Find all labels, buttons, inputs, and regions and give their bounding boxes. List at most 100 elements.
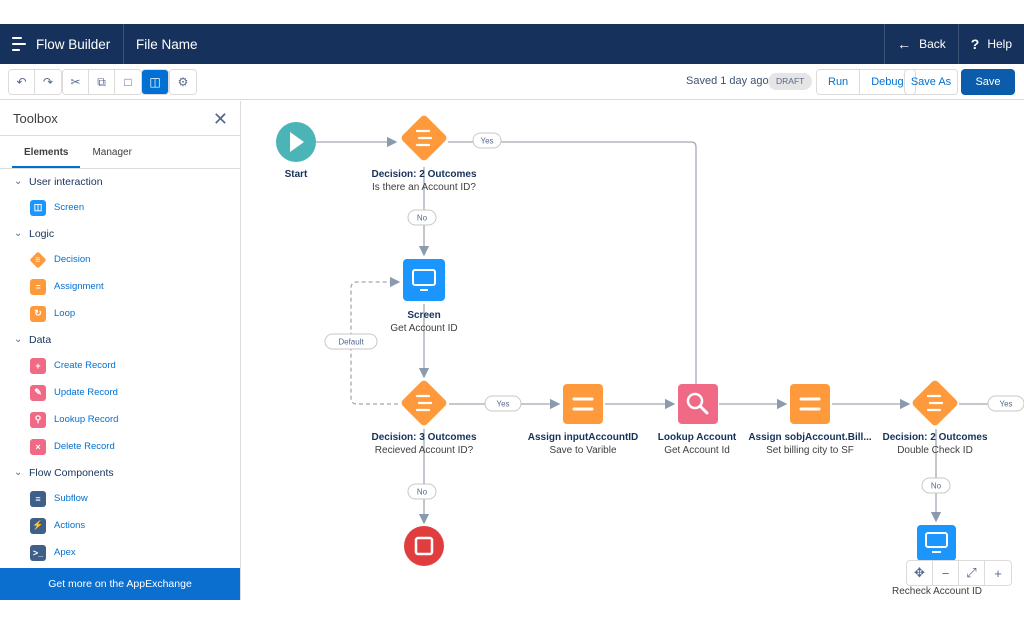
toolbox-item-lookup-record[interactable]: ⚲ Lookup Record (0, 406, 240, 433)
yes-pill-1 (472, 132, 502, 149)
panel-toggle-icon[interactable]: ◫ (142, 70, 168, 94)
lookup-record-icon: ⚲ (30, 411, 46, 428)
app-header: Flow Builder File Name ← Back ? Help (0, 24, 1024, 64)
no-pill-3 (921, 477, 951, 494)
section-label: Flow Components (29, 466, 114, 479)
item-label: Subflow (54, 493, 88, 504)
decision2-title: Decision: 3 Outcomes (371, 432, 477, 443)
back-button[interactable]: ← Back (884, 24, 958, 64)
history-group: ↶ ↷ (8, 69, 62, 95)
assignment-icon: = (30, 278, 46, 295)
close-icon[interactable]: ✕ (212, 109, 228, 129)
assign1-subtitle: Save to Varible (549, 445, 617, 456)
start-title: Start (284, 169, 308, 180)
toolbox-item-decision[interactable]: ≡Decision (0, 246, 240, 273)
toolbox-item-update-record[interactable]: ✎Update Record (0, 379, 240, 406)
toolbox-header: Toolbox ✕ (0, 101, 240, 136)
back-label: Back (919, 37, 946, 51)
draft-badge: DRAFT (768, 73, 813, 90)
toolbox-item-create-record[interactable]: +Create Record (0, 352, 240, 379)
yes-pill-3 (987, 395, 1024, 412)
assign2-subtitle: Set billing city to SF (766, 445, 854, 456)
screen1-node (403, 259, 445, 301)
toolbox-tabs: Elements Manager (0, 136, 240, 169)
flow-diagram: Yes No Default Yes No Yes No (276, 115, 1024, 566)
toolbox-item-loop[interactable]: ↻Loop (0, 300, 240, 327)
toolbox-item-assignment[interactable]: =Assignment (0, 273, 240, 300)
chevron-down-icon: ⌄ (14, 228, 23, 239)
copy-icon[interactable]: ⧉ (89, 70, 115, 94)
section-logic[interactable]: ⌄ Logic (0, 221, 240, 246)
settings-icon[interactable]: ⚙ (170, 70, 196, 94)
apex-icon: >_ (30, 544, 46, 561)
item-label: Decision (54, 254, 91, 265)
toolbox-item-subflow[interactable]: ≡Subflow (0, 485, 240, 512)
section-label: Data (29, 333, 52, 346)
decision3-title: Decision: 2 Outcomes (882, 432, 988, 443)
screen1-title: Screen (407, 310, 441, 321)
run-button[interactable]: Run (817, 70, 861, 94)
screen-icon (925, 532, 948, 548)
loop-icon: ↻ (30, 305, 46, 322)
decision1-title: Decision: 2 Outcomes (371, 169, 477, 180)
arrow-left-icon: ← (897, 36, 912, 52)
paste-icon[interactable]: □ (115, 70, 141, 94)
no-pill-2-label: No (417, 488, 428, 497)
assign2-label: Assign sobjAccount.Bill...Set billing ci… (748, 432, 871, 456)
toolbox-item-actions[interactable]: ⚡Actions (0, 512, 240, 539)
item-label: Lookup Record (54, 414, 119, 425)
toolbox-item-screen[interactable]: ◫Screen (0, 194, 240, 221)
lookup-node (678, 384, 718, 424)
delete-record-icon: × (30, 438, 46, 455)
item-label: Delete Record (54, 441, 115, 452)
save-as-button[interactable]: Save As (904, 69, 958, 95)
start-node (276, 122, 316, 162)
decision3-subtitle: Double Check ID (897, 445, 973, 456)
toolbox-panel: Toolbox ✕ Elements Manager ⌄User interac… (0, 101, 241, 600)
settings-group: ⚙ (169, 69, 197, 95)
question-icon: ? (970, 36, 980, 52)
start-label: Start (285, 169, 308, 180)
chevron-down-icon: ⌄ (14, 467, 23, 478)
help-button[interactable]: ? Help (957, 24, 1024, 64)
screen1-subtitle: Get Account ID (390, 323, 458, 334)
decision-icon (415, 129, 433, 147)
toolbox-item-apex[interactable]: >_ Apex (0, 539, 240, 566)
item-label: Create Record (54, 360, 116, 371)
section-user-interaction[interactable]: ⌄User interaction (0, 169, 240, 194)
yes-pill-2 (484, 395, 522, 412)
save-button[interactable]: Save (961, 69, 1015, 95)
undo-icon[interactable]: ↶ (9, 70, 35, 94)
zoom-controls: ✥ − ⤢ + (906, 560, 1012, 586)
pan-icon[interactable]: ✥ (907, 561, 933, 585)
appexchange-link[interactable]: Get more on the AppExchange (0, 568, 240, 600)
clipboard-group: ✂ ⧉ □ (62, 69, 142, 95)
no-pill-1-label: No (417, 214, 428, 223)
file-name[interactable]: File Name (136, 36, 198, 52)
redo-icon[interactable]: ↷ (35, 70, 61, 94)
debug-button[interactable]: Debug (860, 70, 915, 94)
no-pill-1 (407, 209, 437, 226)
item-label: Apex (54, 547, 76, 558)
tab-elements[interactable]: Elements (12, 136, 81, 168)
zoom-in-icon[interactable]: + (994, 565, 1002, 581)
flow-builder-logo-icon (12, 37, 26, 51)
assign2-node (790, 384, 830, 424)
zoom-out-icon[interactable]: − (933, 561, 959, 585)
flow-canvas[interactable]: Yes No Default Yes No Yes No (241, 101, 1024, 600)
section-data[interactable]: ⌄Data (0, 327, 240, 352)
section-flow-components[interactable]: ⌄ Flow Components (0, 460, 240, 485)
lightning-icon: ⚡ (30, 517, 46, 534)
run-debug-group: Run Debug (816, 69, 916, 95)
lookup-title: Lookup Account (657, 432, 737, 443)
fit-icon[interactable]: ⤢ (959, 561, 985, 585)
section-label: Logic (29, 227, 55, 240)
no-pill-2 (407, 483, 437, 500)
toolbox-item-delete-record[interactable]: × Delete Record (0, 433, 240, 460)
update-record-icon: ✎ (30, 384, 46, 401)
cut-icon[interactable]: ✂ (63, 70, 89, 94)
tab-manager[interactable]: Manager (92, 147, 132, 158)
yes-pill-3-label: Yes (999, 400, 1012, 409)
toolbar: ↶ ↷ ✂ ⧉ □ ◫ ⚙ Saved 1 day ago DRAFT Run … (0, 64, 1024, 100)
